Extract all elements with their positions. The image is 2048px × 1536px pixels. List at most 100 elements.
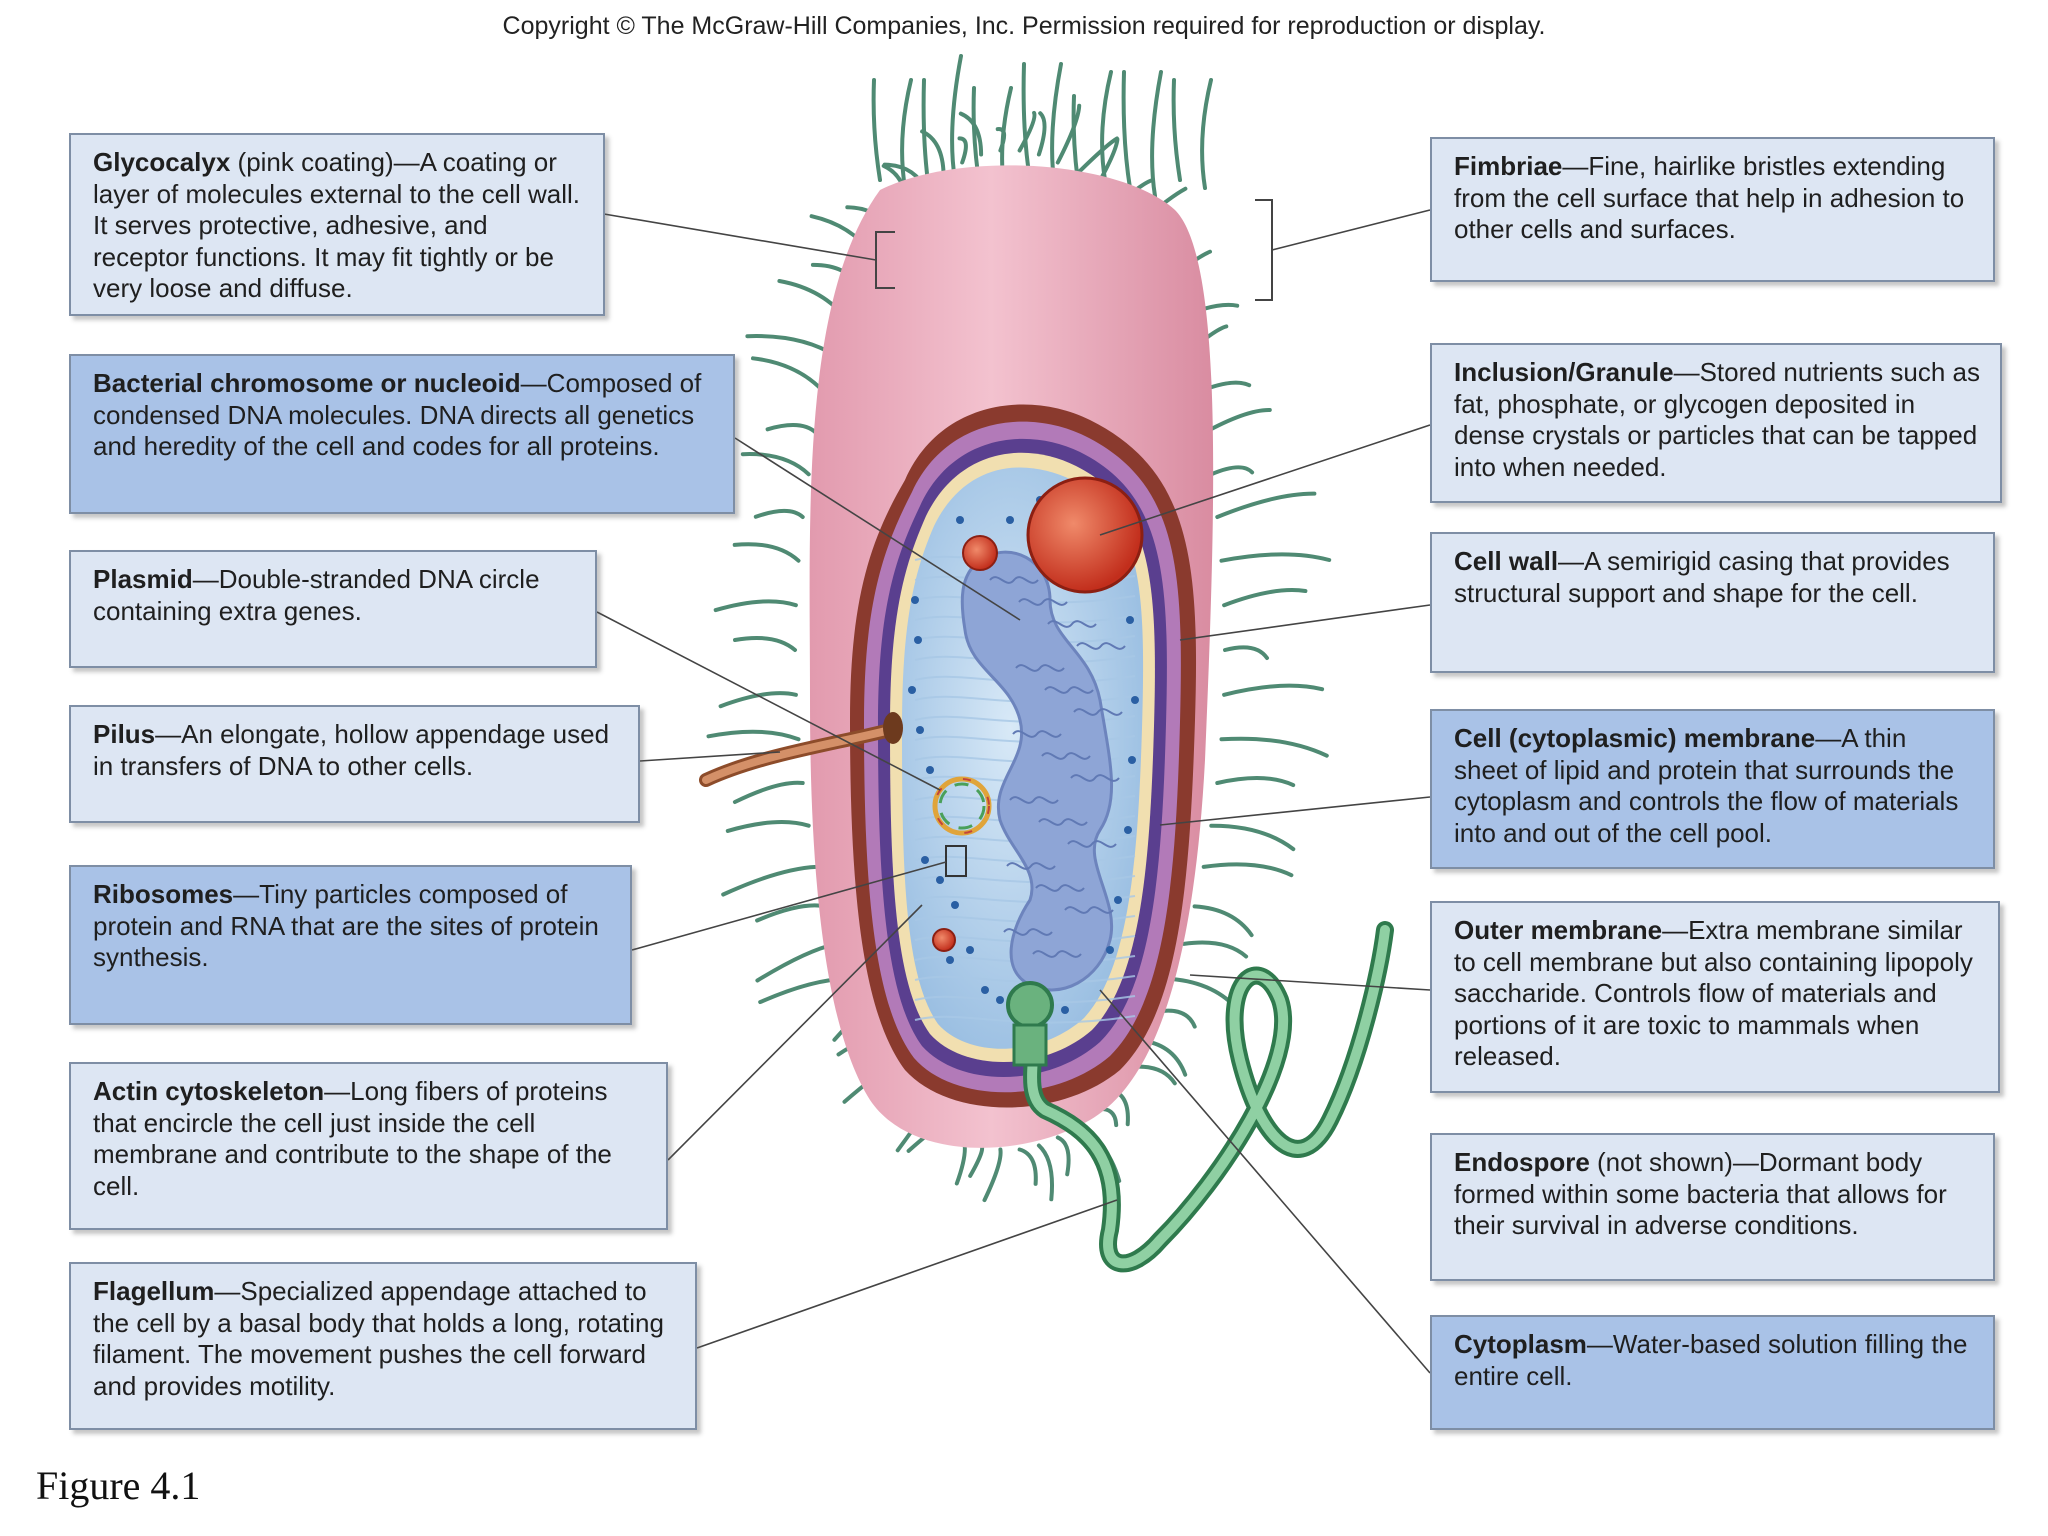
leader-outer-membrane bbox=[1189, 974, 1431, 991]
label-endospore: Endospore (not shown)—Dormant body forme… bbox=[1430, 1133, 1995, 1281]
fimbria bbox=[732, 542, 801, 563]
dna-strand bbox=[1009, 796, 1059, 804]
term-pilus: Pilus bbox=[93, 719, 156, 749]
desc-glycocalyx: (pink coating)—A coating or layer of mol… bbox=[93, 147, 581, 303]
ribosome bbox=[996, 996, 1004, 1004]
fimbria bbox=[1121, 70, 1132, 190]
ribosome bbox=[1128, 756, 1136, 764]
fimbria bbox=[1150, 70, 1163, 198]
fimbria bbox=[1036, 1143, 1054, 1202]
ribosome bbox=[956, 516, 964, 524]
ribosome bbox=[914, 636, 922, 644]
ribosome bbox=[1126, 616, 1134, 624]
term-cell-membrane: Cell (cytoplasmic) membrane bbox=[1454, 723, 1816, 753]
ribosome bbox=[1124, 826, 1132, 834]
fimbria bbox=[740, 452, 811, 477]
fimbria bbox=[753, 508, 805, 519]
label-actin-cytoskeleton: Actin cytoskeleton—Long fibers of protei… bbox=[69, 1062, 668, 1230]
dna-strand bbox=[1044, 686, 1094, 694]
small-granule bbox=[932, 928, 956, 952]
ribosome bbox=[916, 726, 924, 734]
fimbria bbox=[1209, 465, 1255, 477]
fimbria bbox=[706, 729, 801, 742]
fimbria bbox=[1215, 776, 1296, 788]
fimbria bbox=[755, 903, 828, 923]
label-inclusion-granule: Inclusion/Granule—Stored nutrients such … bbox=[1430, 343, 2002, 503]
leader-glycocalyx bbox=[603, 213, 877, 261]
fimbria bbox=[900, 78, 913, 190]
inclusion-granule bbox=[1026, 476, 1144, 594]
leader-pilus bbox=[639, 751, 781, 762]
fimbria bbox=[732, 780, 805, 804]
label-cell-membrane: Cell (cytoplasmic) membrane—A thin sheet… bbox=[1430, 709, 1995, 869]
label-cytoplasm: Cytoplasm—Water-based solution filling t… bbox=[1430, 1315, 1995, 1430]
cytoplasm-texture-line bbox=[914, 975, 1136, 984]
dna-strand bbox=[1012, 730, 1062, 738]
term-granule: Inclusion/Granule bbox=[1454, 357, 1674, 387]
fimbria bbox=[1219, 736, 1329, 758]
desc-endospore: (not shown)—Dormant body formed within s… bbox=[1454, 1147, 1947, 1240]
fimbria bbox=[1017, 1147, 1038, 1186]
dna-strand bbox=[1003, 928, 1053, 936]
leader-ribosomes bbox=[631, 861, 947, 951]
fimbria bbox=[755, 941, 839, 983]
fimbria bbox=[950, 54, 963, 182]
ribosome bbox=[1114, 896, 1122, 904]
dna-strand bbox=[1064, 906, 1114, 914]
dna-strand bbox=[1006, 862, 1056, 870]
label-cell-wall: Cell wall—A semirigid casing that provid… bbox=[1430, 532, 1995, 673]
fimbria bbox=[1215, 491, 1317, 519]
leader-flagellum bbox=[696, 1199, 1118, 1349]
desc-outer-membrane: —Extra membrane similar to cell membrane… bbox=[1454, 915, 1973, 1071]
ribosome bbox=[1106, 946, 1114, 954]
flagellum bbox=[1006, 921, 1394, 1273]
copyright-notice: Copyright © The McGraw-Hill Companies, I… bbox=[502, 12, 1546, 40]
fimbria bbox=[957, 136, 968, 165]
label-fimbriae: Fimbriae—Fine, hairlike bristles extendi… bbox=[1430, 137, 1995, 282]
ribosome bbox=[946, 956, 954, 964]
dna-strand bbox=[1038, 818, 1088, 826]
fimbriae-bracket bbox=[1255, 199, 1273, 301]
fimbria bbox=[1223, 645, 1269, 660]
fimbria bbox=[725, 820, 811, 833]
ribosome bbox=[966, 946, 974, 954]
ribosome bbox=[981, 986, 989, 994]
desc-granule: —Stored nutrients such as fat, phosphate… bbox=[1454, 357, 1980, 482]
fimbria bbox=[1200, 78, 1213, 190]
fimbria bbox=[1201, 407, 1272, 436]
label-nucleoid: Bacterial chromosome or nucleoid—Compose… bbox=[69, 354, 735, 514]
fimbria bbox=[751, 356, 828, 396]
fimbria bbox=[1017, 110, 1037, 153]
dna-strand bbox=[1076, 642, 1126, 650]
dna-strand bbox=[1015, 664, 1065, 672]
fimbria bbox=[1036, 111, 1047, 157]
ribosome bbox=[921, 856, 929, 864]
fimbria bbox=[1209, 823, 1296, 852]
leader-granule bbox=[1099, 424, 1431, 536]
leader-cell-wall bbox=[1179, 604, 1431, 641]
fimbria bbox=[871, 78, 882, 182]
term-outer-membrane: Outer membrane bbox=[1454, 915, 1663, 945]
term-endospore: Endospore bbox=[1454, 1147, 1590, 1177]
fimbria bbox=[1222, 588, 1308, 608]
desc-nucleoid: —Composed of condensed DNA molecules. DN… bbox=[93, 368, 702, 461]
dna-strand bbox=[1070, 774, 1120, 782]
term-fimbriae: Fimbriae bbox=[1454, 151, 1563, 181]
dna-strand bbox=[1047, 620, 1097, 628]
fimbria bbox=[733, 636, 797, 652]
desc-cytoplasm: —Water-based solution filling the entire… bbox=[1454, 1329, 1968, 1391]
label-pilus: Pilus—An elongate, hollow appendage used… bbox=[69, 705, 640, 823]
label-plasmid: Plasmid—Double-stranded DNA circle conta… bbox=[69, 550, 597, 668]
ribosome bbox=[936, 876, 944, 884]
term-plasmid: Plasmid bbox=[93, 564, 193, 594]
leader-fimbriae bbox=[1271, 209, 1431, 251]
label-flagellum: Flagellum—Specialized appendage attached… bbox=[69, 1262, 697, 1430]
desc-actin: —Long fibers of proteins that encircle t… bbox=[93, 1076, 612, 1201]
ribosome bbox=[1006, 516, 1014, 524]
fimbria bbox=[982, 1147, 1003, 1203]
dna-strand bbox=[1035, 884, 1085, 892]
small-granule bbox=[962, 535, 998, 571]
ribosome bbox=[926, 766, 934, 774]
fimbria bbox=[1192, 904, 1254, 938]
